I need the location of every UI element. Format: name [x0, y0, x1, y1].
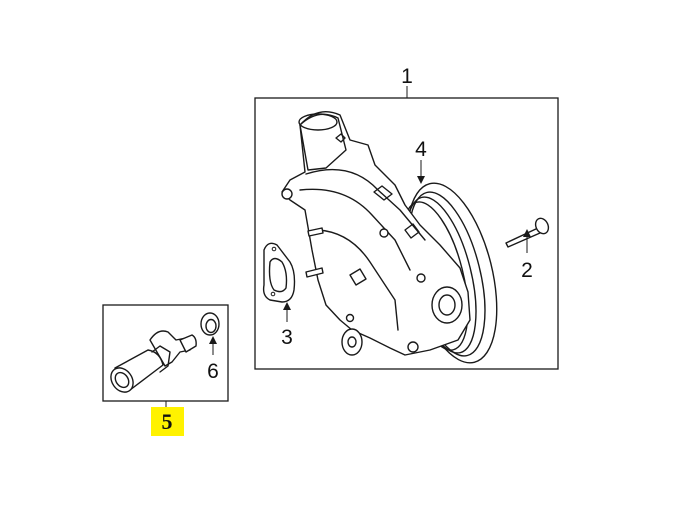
- gasket-drawing: [262, 242, 296, 303]
- callout-6[interactable]: 6: [207, 360, 219, 383]
- callout-1[interactable]: 1: [401, 65, 413, 88]
- callout-4[interactable]: 4: [415, 138, 427, 161]
- callout-5-highlight: [151, 407, 184, 436]
- thermostat-housing-drawing: [110, 330, 197, 393]
- callout-5[interactable]: 5: [162, 409, 173, 434]
- water-pump-assembly-group: 1: [254, 65, 559, 370]
- thermostat-housing-group: 6 5: [102, 304, 229, 436]
- bolt-drawing: [505, 217, 550, 248]
- pump-housing-drawing: [281, 111, 471, 356]
- seal-drawing: [200, 312, 220, 336]
- callout-2[interactable]: 2: [521, 259, 533, 282]
- callout-3[interactable]: 3: [281, 326, 293, 349]
